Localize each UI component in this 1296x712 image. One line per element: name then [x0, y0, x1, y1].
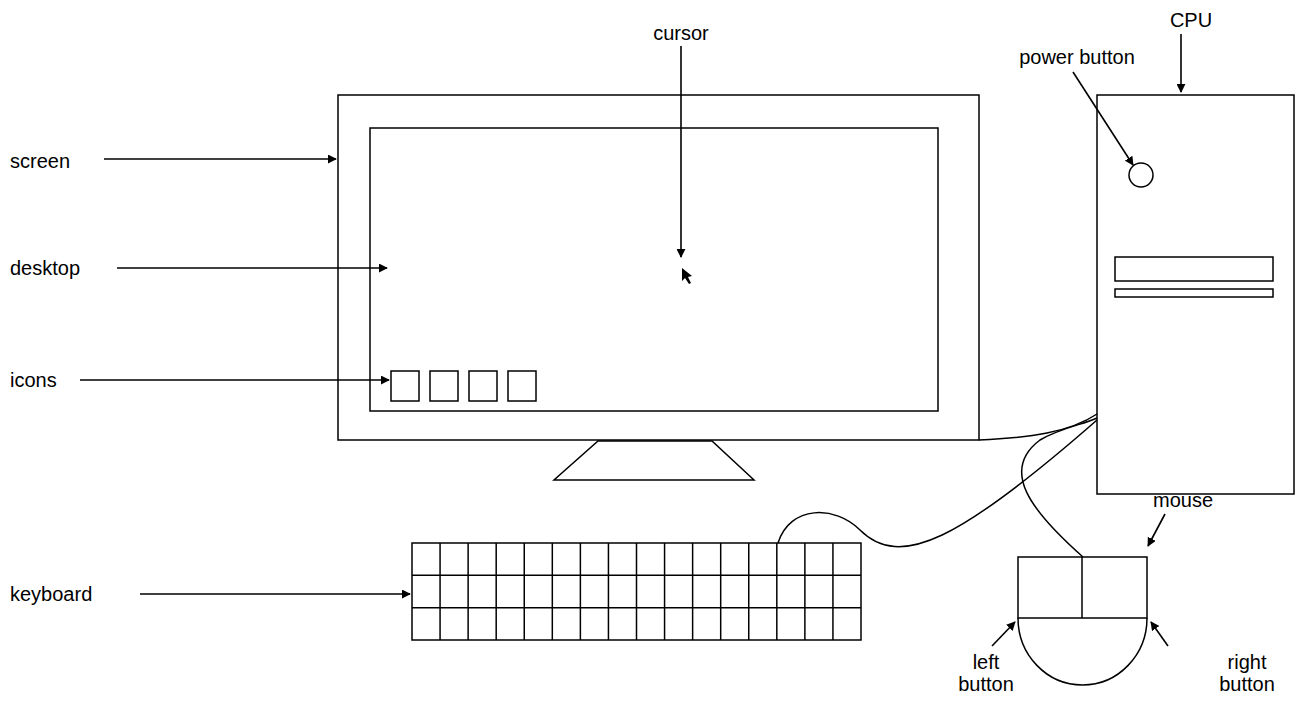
key-divider [720, 543, 722, 640]
key-divider [439, 543, 441, 640]
leader-line [117, 267, 387, 269]
mouse-cable [1022, 418, 1097, 557]
leader-line [992, 622, 1015, 646]
keyboard [412, 543, 861, 640]
part-label: keyboard [10, 583, 92, 605]
leader-line [1148, 514, 1165, 546]
key-divider [748, 543, 750, 640]
leader-line [104, 158, 336, 160]
power-button [1129, 163, 1153, 187]
key-divider [524, 543, 526, 640]
icon [469, 371, 497, 401]
leader-line [1180, 34, 1182, 92]
key-divider [495, 543, 497, 640]
keyboard-keys [412, 543, 861, 640]
icon [391, 371, 419, 401]
part-label: left button [946, 651, 1026, 695]
drive-slot [1115, 257, 1273, 281]
leader-line [140, 593, 410, 595]
monitor-stand [554, 441, 754, 480]
leader-line [80, 379, 389, 381]
icon [508, 371, 536, 401]
part-label: screen [10, 150, 70, 172]
key-divider [412, 575, 861, 577]
part-label: right button [1207, 651, 1287, 695]
key-divider [776, 543, 778, 640]
leader-line [1151, 622, 1168, 646]
part-label: CPU [1170, 9, 1212, 31]
leader-line [680, 46, 682, 257]
part-label: mouse [1153, 489, 1213, 511]
key-divider [412, 607, 861, 609]
key-divider [636, 543, 638, 640]
key-divider [580, 543, 582, 640]
key-divider [552, 543, 554, 640]
key-divider [804, 543, 806, 640]
key-divider [832, 543, 834, 640]
cursor-symbol [682, 268, 692, 284]
mouse-divider [1081, 557, 1083, 618]
mouse-buttons [1018, 557, 1147, 618]
keyboard-cable [778, 420, 1097, 547]
key-divider [608, 543, 610, 640]
key-divider [664, 543, 666, 640]
mouse-body [1018, 618, 1147, 685]
drive-slot [1115, 289, 1273, 297]
desktop-area [370, 128, 938, 411]
leader-line [1073, 72, 1133, 165]
key-divider [467, 543, 469, 640]
part-label: icons [10, 369, 57, 391]
monitor-frame [338, 95, 979, 440]
key-divider [692, 543, 694, 640]
icon [430, 371, 458, 401]
part-label: desktop [10, 257, 80, 279]
part-label: power button [1019, 46, 1135, 68]
part-label: cursor [653, 22, 709, 44]
